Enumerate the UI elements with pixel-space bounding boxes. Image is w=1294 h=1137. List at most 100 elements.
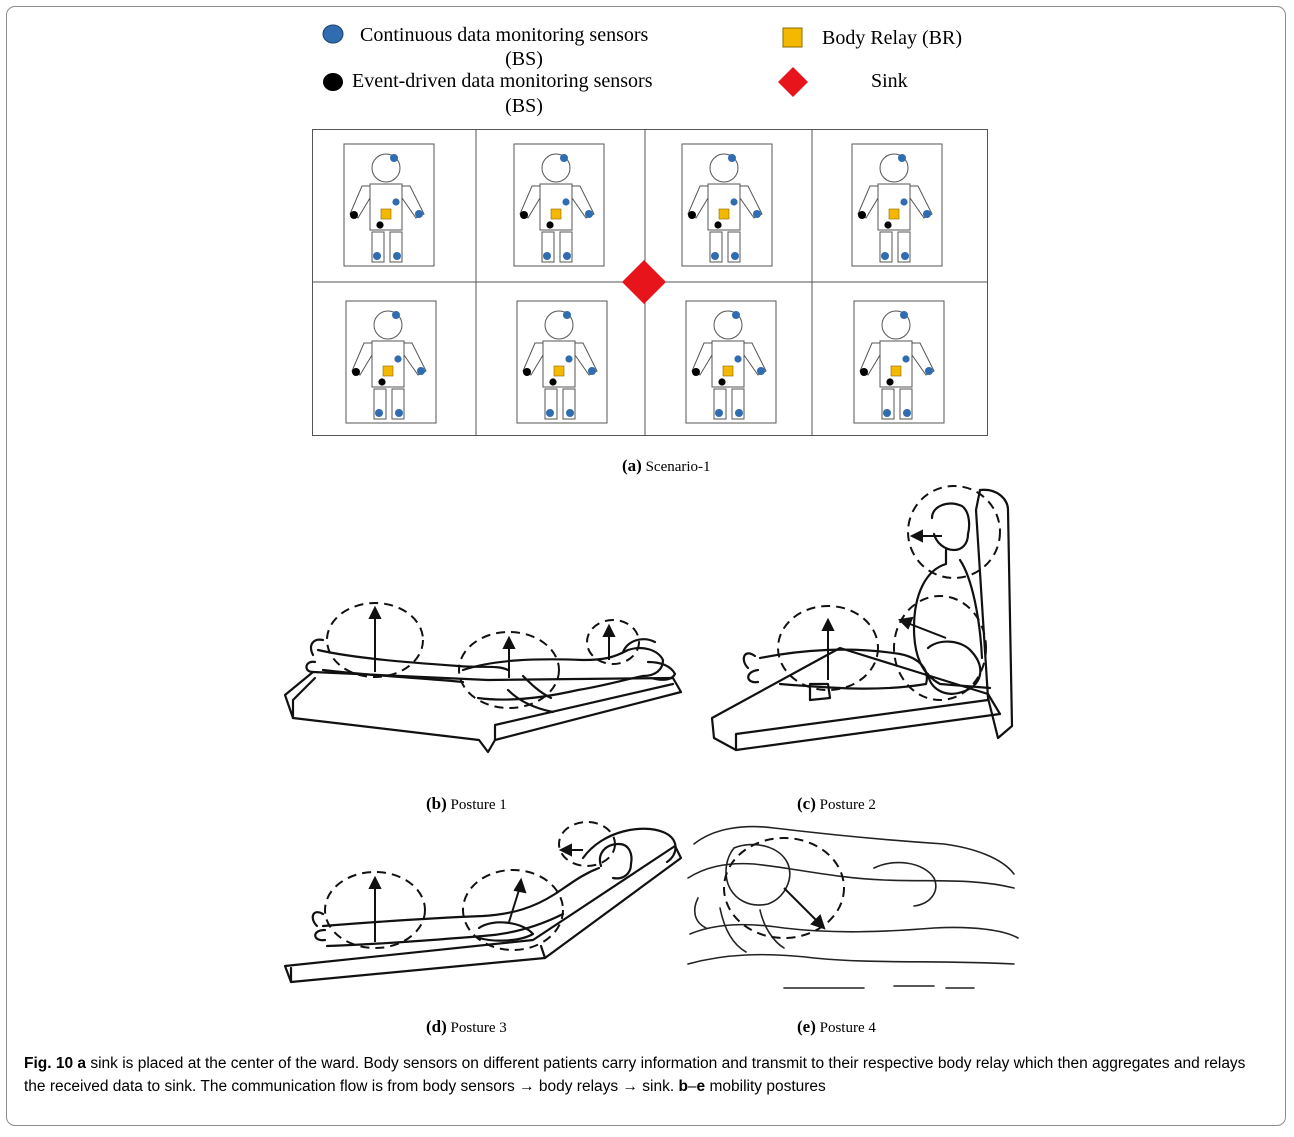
patient-head [709,153,739,183]
continuous-sensor [588,367,596,375]
patient-right-leg [731,388,745,420]
patient-left-leg [373,388,387,420]
patient-left-leg [879,231,893,263]
continuous-sensor [711,252,719,260]
patient-left-arm [351,342,373,376]
caption-range-dash: – [687,1078,697,1095]
continuous-sensor [881,252,889,260]
patient-figure [343,143,435,267]
event-driven-sensor [688,211,696,219]
caption-panel-be-text: mobility postures [705,1078,826,1095]
body-relay-legend-icon [782,27,803,48]
event-driven-sensor [718,378,726,386]
patient-right-leg [899,388,913,420]
continuous-sensor-legend-sub: (BS) [505,48,543,70]
patient-figure [345,300,437,424]
event-driven-sensor [886,378,894,386]
continuous-sensor [543,252,551,260]
caption-panel-e-letter: e [696,1078,706,1095]
patient-right-leg [389,231,403,263]
patient-left-leg [713,388,727,420]
patient-figure [681,143,773,267]
patient-left-leg [544,388,558,420]
continuous-sensor [395,409,403,417]
continuous-sensor [560,154,568,162]
continuous-sensor [753,210,761,218]
patient-right-leg [559,231,573,263]
posture-4-illustration [687,825,1019,989]
patient-left-arm [519,185,541,219]
event-driven-sensor [884,221,892,229]
body-relay [888,208,900,220]
continuous-sensor [585,210,593,218]
patient-figure [853,300,945,424]
patient-figure [685,300,777,424]
body-relay [553,365,565,377]
continuous-sensor-legend-label: Continuous data monitoring sensors [360,24,649,46]
continuous-sensor [902,355,910,363]
event-driven-sensor [352,368,360,376]
sink-node [622,260,666,304]
patient-left-arm [857,185,879,219]
continuous-sensor [546,409,554,417]
body-relay [718,208,730,220]
panel-a-caption: (a) Scenario-1 [622,456,711,476]
continuous-sensor [735,409,743,417]
patient-torso [711,340,745,388]
body-relay [550,208,562,220]
continuous-sensor [373,252,381,260]
patient-right-leg [562,388,576,420]
patient-right-arm [911,342,935,376]
patient-head [371,153,401,183]
ward-grid-diagram [312,129,988,436]
patient-head [881,310,911,340]
continuous-sensor [883,409,891,417]
continuous-sensor [375,409,383,417]
continuous-sensor [392,198,400,206]
continuous-sensor [732,311,740,319]
continuous-sensor [562,198,570,206]
panel-b-letter: (b) [426,794,447,813]
continuous-sensor [903,409,911,417]
patient-head [373,310,403,340]
patient-head [544,310,574,340]
event-sensor-legend-icon [323,73,343,91]
panel-c-label: Posture 2 [819,797,876,813]
posture-3-illustration [283,821,683,984]
panel-a-label: Scenario-1 [645,459,711,475]
panel-b-caption: (b) Posture 1 [426,794,507,814]
patient-bed [516,300,608,424]
continuous-sensor [563,252,571,260]
figure-caption: Fig. 10 a sink is placed at the center o… [24,1052,1264,1098]
patient-right-arm [401,185,425,219]
event-driven-sensor [858,211,866,219]
patient-figure [516,300,608,424]
continuous-sensor [393,252,401,260]
posture-1-illustration [283,602,683,754]
event-driven-sensor [692,368,700,376]
patient-right-arm [739,185,763,219]
continuous-sensor [923,210,931,218]
panel-e-caption: (e) Posture 4 [797,1017,876,1037]
continuous-sensor-legend-icon [322,24,344,44]
event-driven-sensor [860,368,868,376]
patient-left-arm [691,342,713,376]
continuous-sensor [415,210,423,218]
panel-d-letter: (d) [426,1017,447,1036]
patient-figure [513,143,605,267]
sink-legend-icon [778,67,808,97]
sink-legend-label: Sink [871,70,908,92]
continuous-sensor [900,311,908,319]
panel-c-caption: (c) Posture 2 [797,794,876,814]
event-driven-sensor [523,368,531,376]
continuous-sensor [563,311,571,319]
event-sensor-legend-label: Event-driven data monitoring sensors [352,70,653,92]
continuous-sensor [734,355,742,363]
event-driven-sensor [546,221,554,229]
patient-bed [853,300,945,424]
patient-head [879,153,909,183]
body-relay-legend-label: Body Relay (BR) [822,27,962,49]
patient-right-arm [571,185,595,219]
patient-left-arm [349,185,371,219]
patient-bed [343,143,435,267]
